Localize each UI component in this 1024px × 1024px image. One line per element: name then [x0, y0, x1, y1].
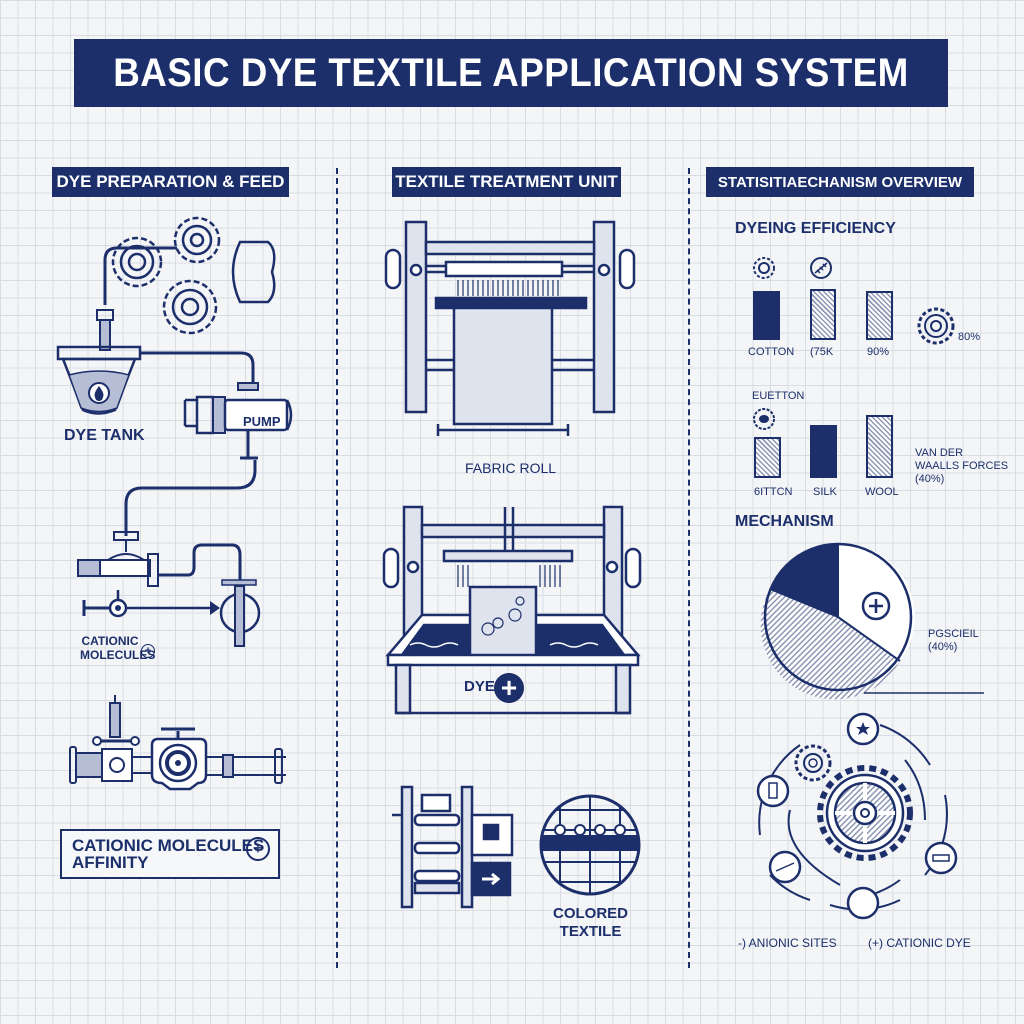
- annotation-line-2: WAALLS FORCES: [915, 460, 1009, 472]
- cotton-boll-icon: [753, 408, 775, 430]
- chart2-bar-wool: [866, 415, 893, 478]
- section-heading-textile-treatment: TEXTILE TREATMENT UNIT: [392, 167, 621, 197]
- colored-textile-label: COLORED TEXTILE: [553, 905, 628, 941]
- loom-frame-icon: [384, 220, 636, 436]
- plus-icon: +: [141, 644, 155, 658]
- pie-annotation: PGSCIEIL (40%): [928, 628, 979, 654]
- affinity-box-line1: CATIONIC MOLECULES: [72, 836, 265, 855]
- dye-tank-label: DYE TANK: [64, 427, 145, 444]
- plus-filled-icon: +: [494, 673, 524, 703]
- gears-assembly-icon: [111, 216, 276, 335]
- colored-textile-line2: TEXTILE: [559, 923, 622, 940]
- chart2-bar-silk: [810, 425, 837, 478]
- legend-anionic-sites: -) ANIONIC SITES: [738, 936, 837, 950]
- colored-textile-line1: COLORED: [553, 905, 628, 922]
- chart2-cat-0: 6ITTCN: [754, 486, 793, 498]
- dye-tank-icon: [56, 246, 255, 415]
- chart2-top-label: EUETTON: [752, 390, 805, 402]
- legend-cationic-dye: (+) CATIONIC DYE: [868, 936, 971, 950]
- pump-icon: [183, 382, 293, 460]
- mechanism-pie-chart: [760, 542, 984, 700]
- fiber-circle-icon: [810, 257, 832, 279]
- efficiency-bar-3: [866, 291, 893, 340]
- colored-textile-magnifier-icon: [539, 794, 641, 896]
- annotation-line-1: VAN DER: [915, 447, 964, 459]
- plus-circle-icon: +: [246, 837, 270, 861]
- annotation-line-3: (40%): [915, 473, 945, 485]
- efficiency-bar-2: [810, 289, 836, 340]
- cotton-gear-icon: [753, 257, 775, 279]
- pump-label: PUMP: [243, 414, 281, 429]
- efficiency-cat-0: COTTON: [748, 346, 795, 358]
- chart2-cat-1: SILK: [813, 486, 837, 498]
- pie-annotation-line2: (40%): [928, 641, 958, 653]
- dye-label: DYE: [464, 678, 495, 695]
- efficiency-annotation: 80%: [958, 331, 981, 343]
- fabric-roll-label: FABRIC ROLL: [465, 460, 557, 476]
- roller-stack-icon: [392, 785, 514, 909]
- mechanism-cycle-diagram: [756, 712, 958, 920]
- pie-annotation-line1: PGSCIEIL: [928, 628, 979, 640]
- feed-pipe-valve-icon: [77, 460, 261, 647]
- cationic-affinity-box: CATIONIC MOLECULES AFFINITY: [60, 829, 280, 879]
- cationic-molecules-text: CATIONIC MOLECULES: [80, 634, 156, 662]
- dye-bath-machine-icon: [382, 505, 642, 715]
- cationic-molecules-label: CATIONIC MOLECULES: [80, 634, 156, 662]
- page-title: BASIC DYE TEXTILE APPLICATION SYSTEM: [74, 39, 948, 107]
- section-divider-right: [688, 168, 690, 968]
- efficiency-cat-2: 90%: [867, 346, 890, 358]
- chart2-annotation: VAN DER WAALLS FORCES (40%): [915, 447, 1008, 486]
- affinity-box-line2: AFFINITY: [72, 853, 149, 872]
- mechanism-title: MECHANISM: [735, 513, 834, 530]
- section-heading-stats-mechanism: STATISITIAECHANISM OVERVIEW: [706, 167, 974, 197]
- dyeing-efficiency-title: DYEING EFFICIENCY: [735, 220, 896, 237]
- efficiency-cat-1: (75K: [810, 346, 834, 358]
- section-divider-left: [336, 168, 338, 968]
- section-heading-dye-prep: DYE PREPARATION & FEED: [52, 167, 289, 197]
- inline-valve-icon: [69, 695, 286, 791]
- chart2-cat-2: WOOL: [865, 486, 899, 498]
- large-gear-icon: [917, 307, 955, 345]
- efficiency-bar-cotton: [753, 291, 780, 340]
- chart2-bar-cotton: [754, 437, 781, 478]
